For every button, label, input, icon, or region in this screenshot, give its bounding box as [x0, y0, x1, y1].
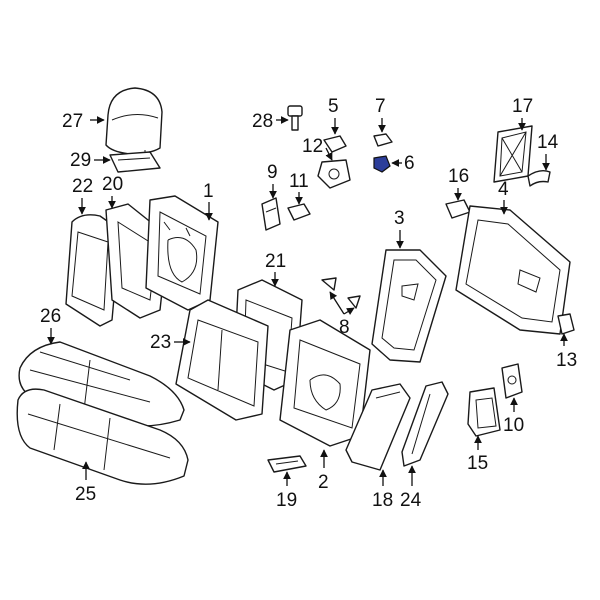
svg-text:18: 18 — [372, 490, 393, 511]
callout-25: 25 — [75, 461, 96, 505]
svg-text:13: 13 — [556, 350, 577, 371]
callout-17: 17 — [512, 96, 533, 131]
part-8-clips[interactable] — [321, 277, 361, 309]
svg-text:15: 15 — [467, 453, 488, 474]
callout-5: 5 — [328, 96, 339, 135]
callout-7: 7 — [375, 96, 386, 133]
callout-21: 21 — [265, 251, 286, 287]
callout-23: 23 — [150, 332, 191, 353]
callout-19: 19 — [276, 471, 297, 511]
callout-27: 27 — [62, 111, 105, 132]
svg-text:3: 3 — [394, 208, 405, 229]
svg-text:14: 14 — [537, 132, 559, 153]
svg-text:5: 5 — [328, 96, 339, 117]
callout-13: 13 — [556, 333, 577, 371]
callout-18: 18 — [372, 469, 393, 511]
part-3-seat-back-trim[interactable] — [371, 249, 447, 363]
callout-16: 16 — [448, 166, 469, 201]
part-14-strap[interactable] — [527, 169, 551, 187]
svg-text:20: 20 — [102, 174, 123, 195]
callout-29: 29 — [70, 150, 111, 171]
svg-text:10: 10 — [503, 415, 524, 436]
callout-14: 14 — [537, 132, 559, 171]
svg-text:6: 6 — [404, 153, 415, 174]
svg-text:22: 22 — [72, 176, 93, 197]
part-17-panel[interactable] — [493, 125, 533, 183]
svg-text:17: 17 — [512, 96, 533, 117]
svg-text:12: 12 — [302, 136, 323, 157]
svg-text:27: 27 — [62, 111, 83, 132]
callout-2: 2 — [318, 449, 329, 493]
part-9-hinge[interactable] — [261, 197, 281, 231]
callout-22: 22 — [72, 176, 93, 215]
callout-10: 10 — [503, 397, 524, 436]
svg-text:29: 29 — [70, 150, 91, 171]
callout-15: 15 — [467, 435, 488, 474]
part-24-side-bolster[interactable] — [401, 381, 449, 467]
svg-text:2: 2 — [318, 472, 329, 493]
part-7-clip[interactable] — [373, 133, 393, 147]
part-23-seat-back-cover[interactable] — [175, 299, 269, 421]
callout-20: 20 — [102, 174, 123, 209]
callout-28: 28 — [252, 111, 289, 132]
callout-26: 26 — [40, 306, 61, 345]
svg-text:4: 4 — [498, 179, 509, 200]
callout-9: 9 — [267, 162, 278, 199]
part-22-seat-back-cover[interactable] — [65, 214, 121, 327]
callout-11: 11 — [289, 171, 309, 205]
callout-4: 4 — [498, 179, 509, 215]
svg-text:24: 24 — [400, 490, 422, 511]
callout-24: 24 — [400, 465, 422, 511]
callout-6: 6 — [391, 153, 415, 174]
part-5-bracket[interactable] — [323, 135, 347, 153]
part-13-trim-piece[interactable] — [557, 313, 575, 335]
svg-text:28: 28 — [252, 111, 273, 132]
callout-3: 3 — [394, 208, 405, 249]
part-19-hinge-bracket[interactable] — [267, 455, 307, 473]
svg-text:16: 16 — [448, 166, 469, 187]
part-10-latch[interactable] — [501, 363, 523, 399]
svg-text:11: 11 — [289, 171, 309, 192]
callout-12: 12 — [302, 136, 333, 161]
svg-text:19: 19 — [276, 490, 297, 511]
part-4-back-panel[interactable] — [455, 205, 571, 335]
svg-text:1: 1 — [203, 181, 214, 202]
part-12-latch[interactable] — [317, 159, 351, 189]
part-1-seat-back-frame[interactable] — [145, 195, 219, 311]
part-27-headrest[interactable] — [105, 87, 163, 160]
part-29-headrest-guide[interactable] — [109, 151, 161, 173]
part-28-bolt[interactable] — [287, 105, 303, 131]
part-15-cover[interactable] — [467, 387, 501, 437]
part-11-bracket[interactable] — [287, 203, 311, 221]
callout-1: 1 — [203, 181, 214, 221]
svg-text:8: 8 — [339, 317, 350, 338]
part-25-seat-cushion[interactable] — [16, 388, 189, 485]
svg-text:9: 9 — [267, 162, 278, 183]
svg-text:21: 21 — [265, 251, 286, 272]
svg-text:23: 23 — [150, 332, 171, 353]
svg-text:25: 25 — [75, 484, 96, 505]
svg-text:7: 7 — [375, 96, 386, 117]
part-6-highlighted[interactable] — [373, 155, 391, 173]
callout-8: 8 — [329, 291, 355, 338]
part-16-clip[interactable] — [445, 199, 471, 219]
svg-text:26: 26 — [40, 306, 61, 327]
